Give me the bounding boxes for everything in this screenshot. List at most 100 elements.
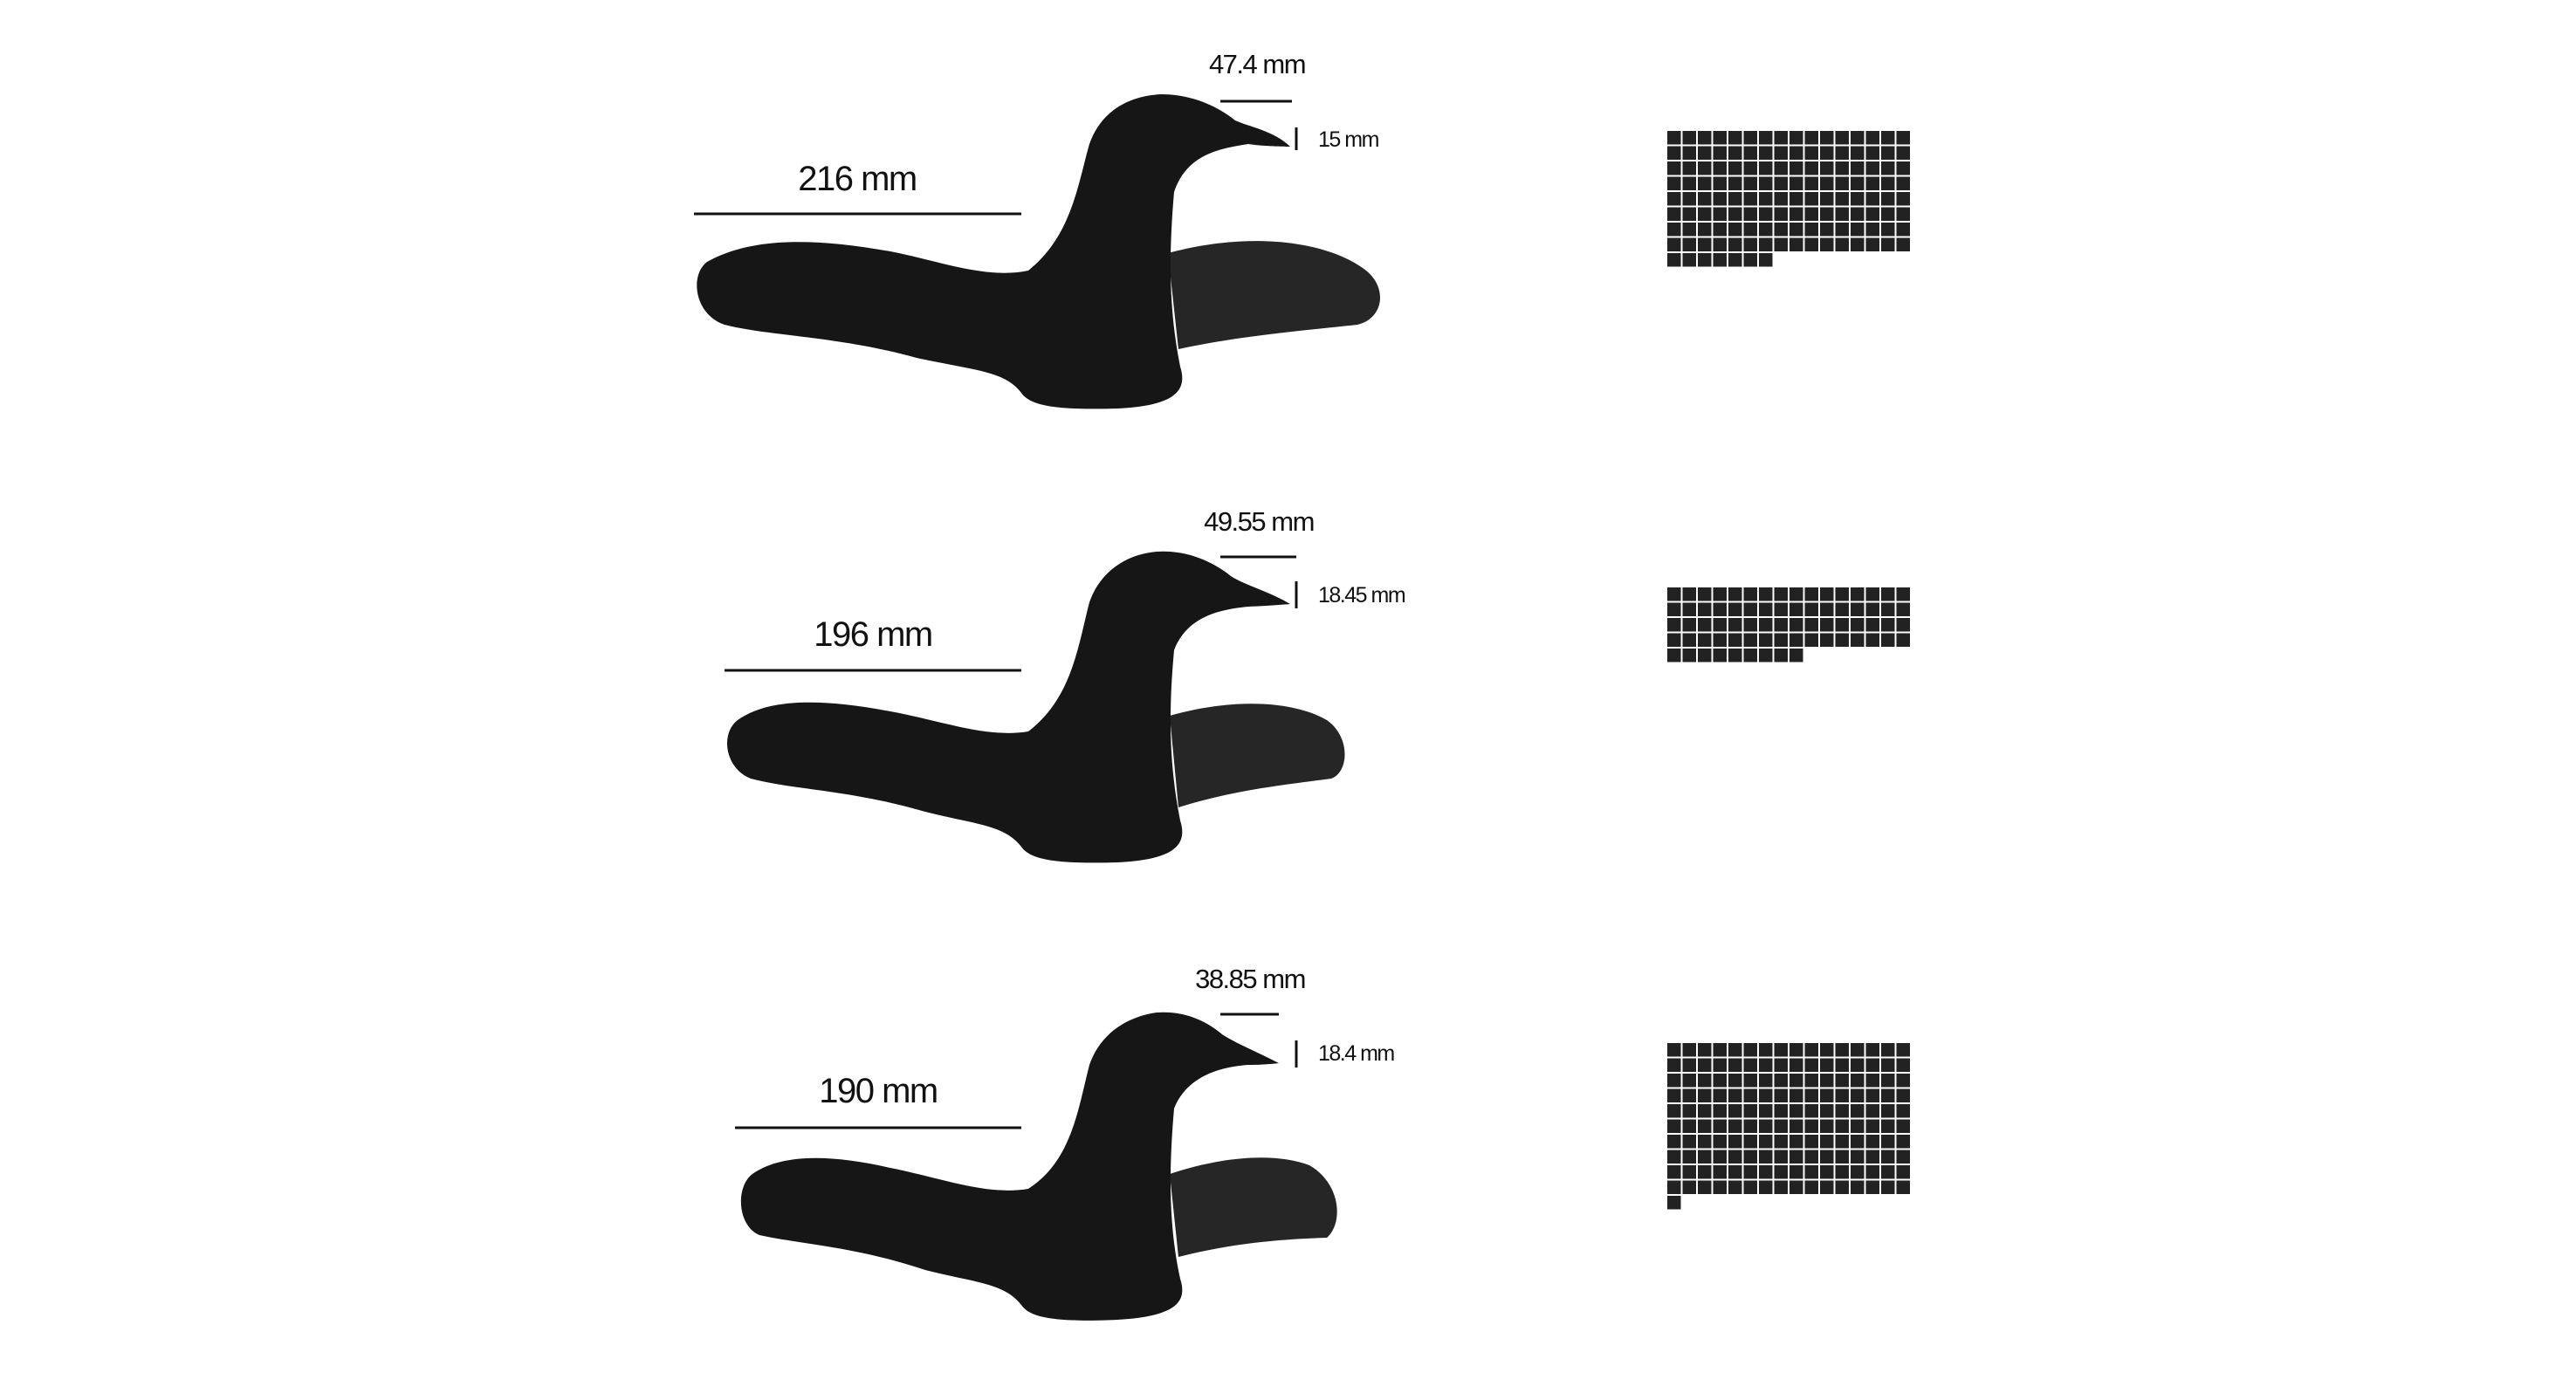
grid-cell: [1835, 237, 1849, 251]
grid-cell: [1804, 633, 1818, 647]
grid-cell: [1896, 192, 1910, 206]
grid-cell: [1789, 587, 1803, 601]
grid-cell: [1667, 649, 1681, 662]
grid-cell: [1759, 1180, 1773, 1194]
grid-cell: [1728, 633, 1742, 647]
grid-cell: [1789, 1180, 1803, 1194]
grid-cell: [1759, 131, 1773, 145]
grid-cell: [1759, 602, 1773, 616]
grid-cell: [1835, 192, 1849, 206]
grid-cell: [1881, 1135, 1895, 1149]
grid-cell: [1698, 207, 1712, 221]
grid-cell: [1804, 1104, 1818, 1118]
grid-cell: [1865, 1150, 1879, 1164]
grid-cell: [1851, 1165, 1865, 1179]
grid-cell: [1743, 1119, 1757, 1133]
body-length-label: 190 mm: [819, 1072, 938, 1110]
grid-cell: [1881, 1119, 1895, 1133]
grid-cell: [1851, 176, 1865, 190]
grid-cell: [1835, 1104, 1849, 1118]
grid-cell: [1881, 1058, 1895, 1072]
grid-cell: [1881, 602, 1895, 616]
grid-cell: [1774, 176, 1788, 190]
grid-cell: [1759, 587, 1773, 601]
grid-cell: [1804, 1119, 1818, 1133]
grid-cell: [1881, 1043, 1895, 1057]
grid-cell: [1667, 587, 1681, 601]
grid-cell: [1743, 131, 1757, 145]
grid-cell: [1774, 1150, 1788, 1164]
bird-figure-2: 196 mm 49.55 mm 18.45 mm: [725, 506, 1910, 863]
grid-cell: [1896, 207, 1910, 221]
grid-cell: [1728, 176, 1742, 190]
grid-cell: [1896, 131, 1910, 145]
grid-cell: [1698, 633, 1712, 647]
grid-cell: [1851, 618, 1865, 632]
grid-cell: [1851, 633, 1865, 647]
grid-cell: [1682, 161, 1696, 175]
grid-cell: [1865, 1104, 1879, 1118]
grid-cell: [1759, 253, 1773, 267]
grid-cell: [1896, 1150, 1910, 1164]
grid-cell: [1713, 131, 1727, 145]
grid-cell: [1896, 587, 1910, 601]
bird-figure-1: 216 mm 47.4 mm 15 mm: [694, 49, 1910, 409]
grid-cell: [1667, 1043, 1681, 1057]
grid-cell: [1896, 1104, 1910, 1118]
grid-cell: [1682, 1165, 1696, 1179]
grid-cell: [1743, 237, 1757, 251]
grid-cell: [1835, 602, 1849, 616]
grid-cell: [1667, 1180, 1681, 1194]
grid-cell: [1728, 1119, 1742, 1133]
grid-cell: [1667, 618, 1681, 632]
grid-cell: [1820, 1043, 1834, 1057]
grid-cell: [1851, 1074, 1865, 1088]
grid-cell: [1851, 1119, 1865, 1133]
grid-cell: [1743, 602, 1757, 616]
bird-far-wing: [1170, 1157, 1337, 1257]
grid-cell: [1851, 207, 1865, 221]
grid-cell: [1667, 176, 1681, 190]
grid-cell: [1865, 176, 1879, 190]
grid-cell: [1743, 587, 1757, 601]
grid-cell: [1759, 649, 1773, 662]
grid-cell: [1789, 176, 1803, 190]
grid-cell: [1682, 146, 1696, 160]
grid-cell: [1789, 633, 1803, 647]
grid-cell: [1851, 223, 1865, 237]
count-grid: [1667, 1043, 1910, 1210]
grid-cell: [1835, 1119, 1849, 1133]
grid-cell: [1759, 237, 1773, 251]
grid-cell: [1713, 176, 1727, 190]
grid-cell: [1774, 633, 1788, 647]
grid-cell: [1865, 223, 1879, 237]
grid-cell: [1835, 1043, 1849, 1057]
grid-cell: [1774, 649, 1788, 662]
grid-cell: [1713, 633, 1727, 647]
grid-cell: [1774, 1074, 1788, 1088]
grid-cell: [1759, 633, 1773, 647]
grid-cell: [1713, 1165, 1727, 1179]
grid-cell: [1759, 146, 1773, 160]
grid-cell: [1896, 223, 1910, 237]
grid-cell: [1698, 649, 1712, 662]
grid-cell: [1743, 1058, 1757, 1072]
grid-cell: [1804, 1150, 1818, 1164]
grid-cell: [1698, 1058, 1712, 1072]
grid-cell: [1881, 176, 1895, 190]
grid-cell: [1804, 1135, 1818, 1149]
grid-cell: [1728, 587, 1742, 601]
grid-cell: [1743, 146, 1757, 160]
grid-cell: [1804, 176, 1818, 190]
grid-cell: [1698, 1104, 1712, 1118]
grid-cell: [1881, 587, 1895, 601]
grid-cell: [1682, 176, 1696, 190]
grid-cell: [1743, 1074, 1757, 1088]
grid-cell: [1728, 649, 1742, 662]
grid-cell: [1896, 618, 1910, 632]
body-length-label: 196 mm: [814, 615, 932, 654]
grid-cell: [1835, 1165, 1849, 1179]
grid-cell: [1698, 223, 1712, 237]
grid-cell: [1820, 1104, 1834, 1118]
